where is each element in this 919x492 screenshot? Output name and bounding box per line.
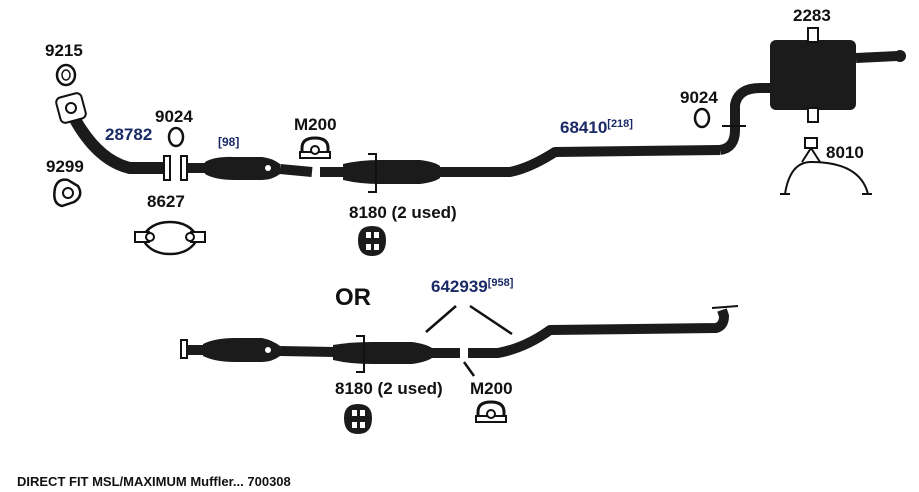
hanger-8010[interactable]: [780, 137, 872, 195]
label-2283: 2283: [793, 6, 831, 25]
leader-lines-642939: [425, 304, 513, 377]
label-218: [218]: [607, 118, 633, 130]
label-8010: 8010: [826, 143, 864, 162]
gasket-9024-left[interactable]: [167, 126, 185, 148]
label-98: [98]: [218, 135, 239, 149]
muffler-2283[interactable]: [770, 27, 906, 123]
label-958: [958]: [488, 277, 514, 289]
u-clamp-m200-top[interactable]: [299, 136, 331, 159]
manifold-flange: [55, 92, 87, 124]
gasket-9024-right[interactable]: [693, 107, 711, 129]
label-9024-left: 9024: [155, 107, 193, 126]
label-68410-number: 68410: [560, 118, 607, 137]
label-9299: 9299: [46, 157, 84, 176]
footer-caption: DIRECT FIT MSL/MAXIMUM Muffler... 700308: [17, 474, 291, 489]
label-8180-top: 8180 (2 used): [349, 203, 457, 222]
label-9215: 9215: [45, 41, 83, 60]
u-clamp-m200-bottom[interactable]: [475, 400, 507, 423]
rubber-hanger-8180-top[interactable]: [358, 226, 386, 256]
label-or: OR: [335, 284, 371, 311]
label-8180-bottom: 8180 (2 used): [335, 379, 443, 398]
label-m200-bottom: M200: [470, 379, 513, 398]
label-68410: 68410[218]: [560, 118, 633, 137]
gasket-9215[interactable]: [55, 63, 77, 87]
resonator-pipe[interactable]: [320, 145, 721, 193]
gasket-9299[interactable]: [53, 178, 82, 208]
label-8627: 8627: [147, 192, 185, 211]
flange-joint: [163, 155, 188, 181]
converter-pipe-98[interactable]: [187, 156, 313, 180]
rubber-hanger-8180-bottom[interactable]: [344, 404, 372, 434]
label-28782: 28782: [105, 125, 152, 144]
clamp-8627[interactable]: [134, 220, 206, 256]
pipe-assembly-642939[interactable]: [180, 305, 739, 373]
label-m200-top: M200: [294, 115, 337, 134]
label-642939: 642939[958]: [431, 277, 514, 296]
label-9024-right: 9024: [680, 88, 718, 107]
front-pipe-28782[interactable]: [55, 92, 165, 174]
label-642939-number: 642939: [431, 277, 488, 296]
tailpipe-68410[interactable]: [718, 83, 772, 155]
